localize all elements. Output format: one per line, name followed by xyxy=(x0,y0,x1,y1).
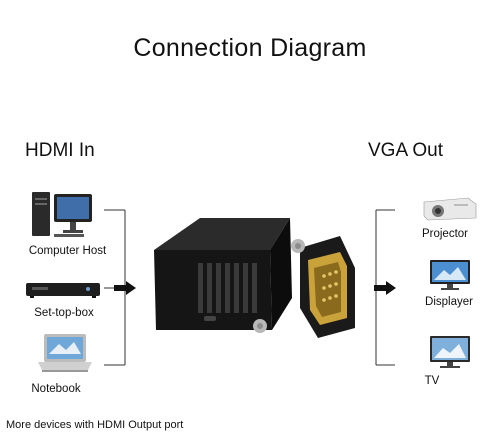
footer-note: More devices with HDMI Output port xyxy=(6,419,184,431)
set-top-box-icon xyxy=(26,283,100,298)
vga-out-heading: VGA Out xyxy=(368,140,443,161)
device-label-projector: Projector xyxy=(421,228,469,240)
projector-icon xyxy=(423,197,477,221)
device-label-set-top-box: Set-top-box xyxy=(34,307,94,319)
device-label-computer-host: Computer Host xyxy=(28,245,107,257)
desktop-computer-icon xyxy=(32,192,92,237)
device-label-tv: TV xyxy=(424,375,440,387)
input-arrow-icon xyxy=(114,281,136,295)
hdmi-to-vga-adapter-icon xyxy=(154,218,355,338)
device-label-notebook: Notebook xyxy=(31,383,81,395)
diagram-title: Connection Diagram xyxy=(133,34,367,62)
output-arrow-icon xyxy=(374,281,396,295)
tv-icon xyxy=(430,336,470,368)
hdmi-in-heading: HDMI In xyxy=(25,140,95,161)
monitor-icon xyxy=(430,260,470,290)
laptop-icon xyxy=(38,334,92,372)
device-label-displayer: Displayer xyxy=(425,296,473,308)
